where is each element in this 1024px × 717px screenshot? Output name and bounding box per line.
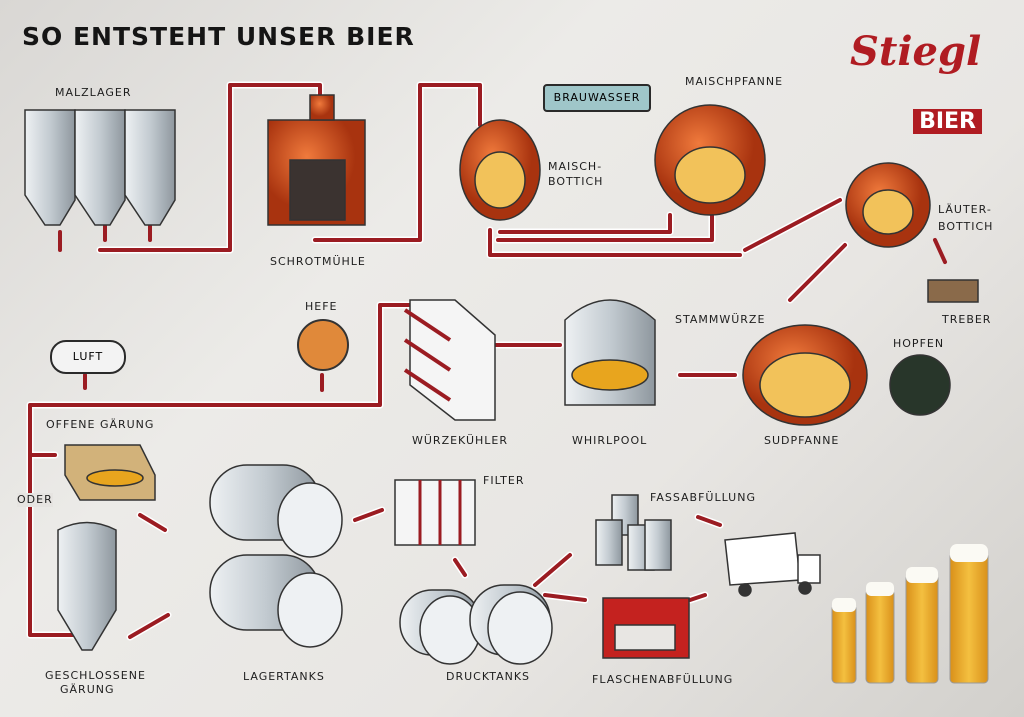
label-schrotmuehle: SCHROTMÜHLE (270, 255, 366, 268)
bottle-crate (602, 597, 690, 659)
label-maischbottich-2: BOTTICH (548, 175, 604, 188)
whirlpool (564, 299, 656, 406)
lagertanks (209, 464, 343, 648)
label-offene-gaerung: OFFENE GÄRUNG (46, 418, 155, 431)
label-malzlager: MALZLAGER (55, 86, 132, 99)
label-oder: ODER (17, 493, 53, 507)
label-whirlpool: WHIRLPOOL (572, 434, 648, 447)
drucktanks (399, 584, 553, 665)
label-lagertanks: LAGERTANKS (243, 670, 325, 683)
geschlossene-gaerung (57, 521, 117, 651)
delivery-truck (724, 532, 821, 597)
label-wuerzekuehler: WÜRZEKÜHLER (412, 434, 509, 447)
schrotmuehle (267, 94, 366, 226)
label-drucktanks: DRUCKTANKS (446, 670, 531, 683)
offene-gaerung (64, 444, 156, 501)
label-luft: LUFT (50, 340, 126, 374)
laeuterbottich (845, 162, 979, 303)
wuerzekuehler (403, 299, 496, 421)
label-hefe: HEFE (305, 300, 338, 313)
pipes (26, 81, 947, 641)
label-laeuterbottich-1: LÄUTER- (938, 203, 992, 216)
label-hopfen: HOPFEN (893, 337, 945, 350)
label-geschlossene-gaerung-2: GÄRUNG (60, 683, 115, 696)
label-treber: TREBER (942, 313, 992, 326)
sudpfanne (742, 324, 951, 426)
hefe-icon (297, 319, 349, 371)
maischpfanne (654, 104, 766, 216)
label-filter: FILTER (483, 474, 525, 487)
label-laeuterbottich-2: BOTTICH (938, 220, 994, 233)
label-stammwuerze: STAMMWÜRZE (675, 313, 766, 326)
label-fassabfuellung: FASSABFÜLLUNG (650, 491, 756, 504)
logo-brand: Stiegl (850, 28, 982, 75)
page-title: SO ENTSTEHT UNSER BIER (22, 22, 415, 51)
label-brauwasser: BRAUWASSER (543, 84, 651, 112)
label-maischpfanne: MAISCHPFANNE (685, 75, 784, 88)
maischbottich (459, 119, 541, 221)
kegs (595, 494, 672, 571)
beer-glasses (831, 544, 989, 684)
stiegl-logo: Stiegl BIER (838, 28, 990, 138)
malzlager-silos (24, 109, 176, 226)
label-flaschenabfuellung: FLASCHENABFÜLLUNG (592, 673, 734, 686)
logo-subtitle: BIER (913, 109, 982, 134)
label-maischbottich-1: MAISCH- (548, 160, 603, 173)
label-geschlossene-gaerung-1: GESCHLOSSENE (45, 669, 146, 682)
label-sudpfanne: SUDPFANNE (764, 434, 840, 447)
filter (394, 479, 476, 546)
